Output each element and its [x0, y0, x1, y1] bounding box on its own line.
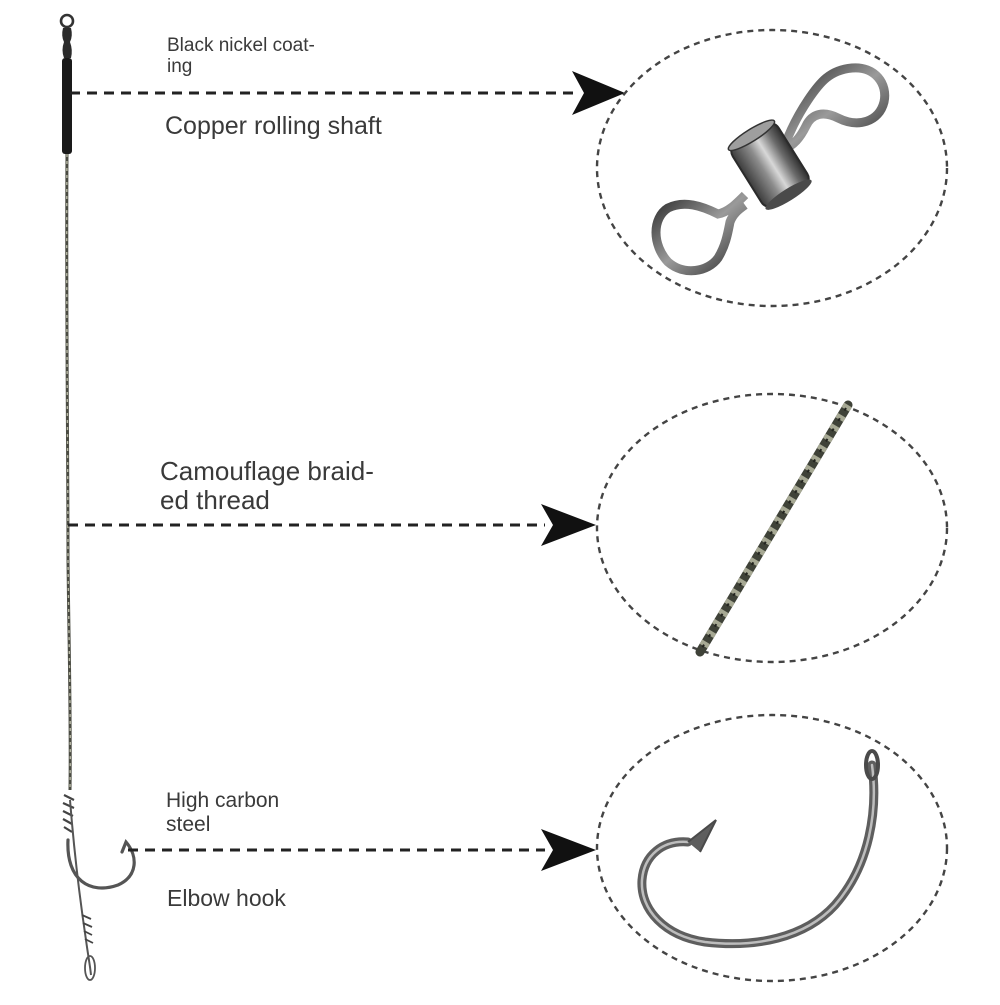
fishing-hook-icon — [637, 749, 880, 949]
hair-wraps — [81, 914, 94, 944]
label-high-carbon-line1: High carbon — [166, 789, 280, 812]
label-camouflage-line1: Camouflage braid- — [160, 456, 374, 486]
knot-wraps — [62, 794, 75, 833]
pointer-hook — [128, 829, 596, 871]
detail-circle-hook — [595, 713, 949, 983]
arrowhead-swivel — [572, 71, 625, 115]
label-black-nickel-coating: Black nickel coat- ing — [167, 35, 315, 78]
detail-circle-swivel — [595, 28, 949, 308]
hair-line — [69, 799, 92, 976]
hair-loop — [84, 955, 96, 981]
swivel-top-eye — [59, 13, 75, 29]
arrowhead-braid — [541, 504, 596, 546]
label-copper-rolling-shaft: Copper rolling shaft — [165, 112, 382, 140]
label-black-nickel-line1: Black nickel coat- — [167, 35, 315, 56]
label-camouflage-line2: ed thread — [160, 485, 270, 516]
label-camouflage-braided-thread: Camouflage braid- ed thread — [160, 456, 374, 516]
black-sleeve — [62, 58, 72, 154]
rig-assembly — [59, 13, 136, 981]
label-high-carbon-steel: High carbon steel — [166, 789, 279, 836]
rig-braid-highlight — [66, 153, 71, 791]
pointer-braid — [68, 504, 596, 546]
barrel-swivel-icon — [651, 63, 890, 276]
pointer-swivel — [70, 71, 625, 115]
braided-line-icon — [695, 400, 853, 657]
rig-swivel-body — [62, 28, 72, 58]
label-black-nickel-line2: ing — [167, 56, 193, 78]
label-elbow-hook: Elbow hook — [167, 885, 286, 911]
rig-hook — [66, 838, 136, 890]
label-high-carbon-line2: steel — [166, 812, 211, 836]
detail-circle-braid — [595, 392, 949, 664]
arrowhead-hook — [541, 829, 596, 871]
